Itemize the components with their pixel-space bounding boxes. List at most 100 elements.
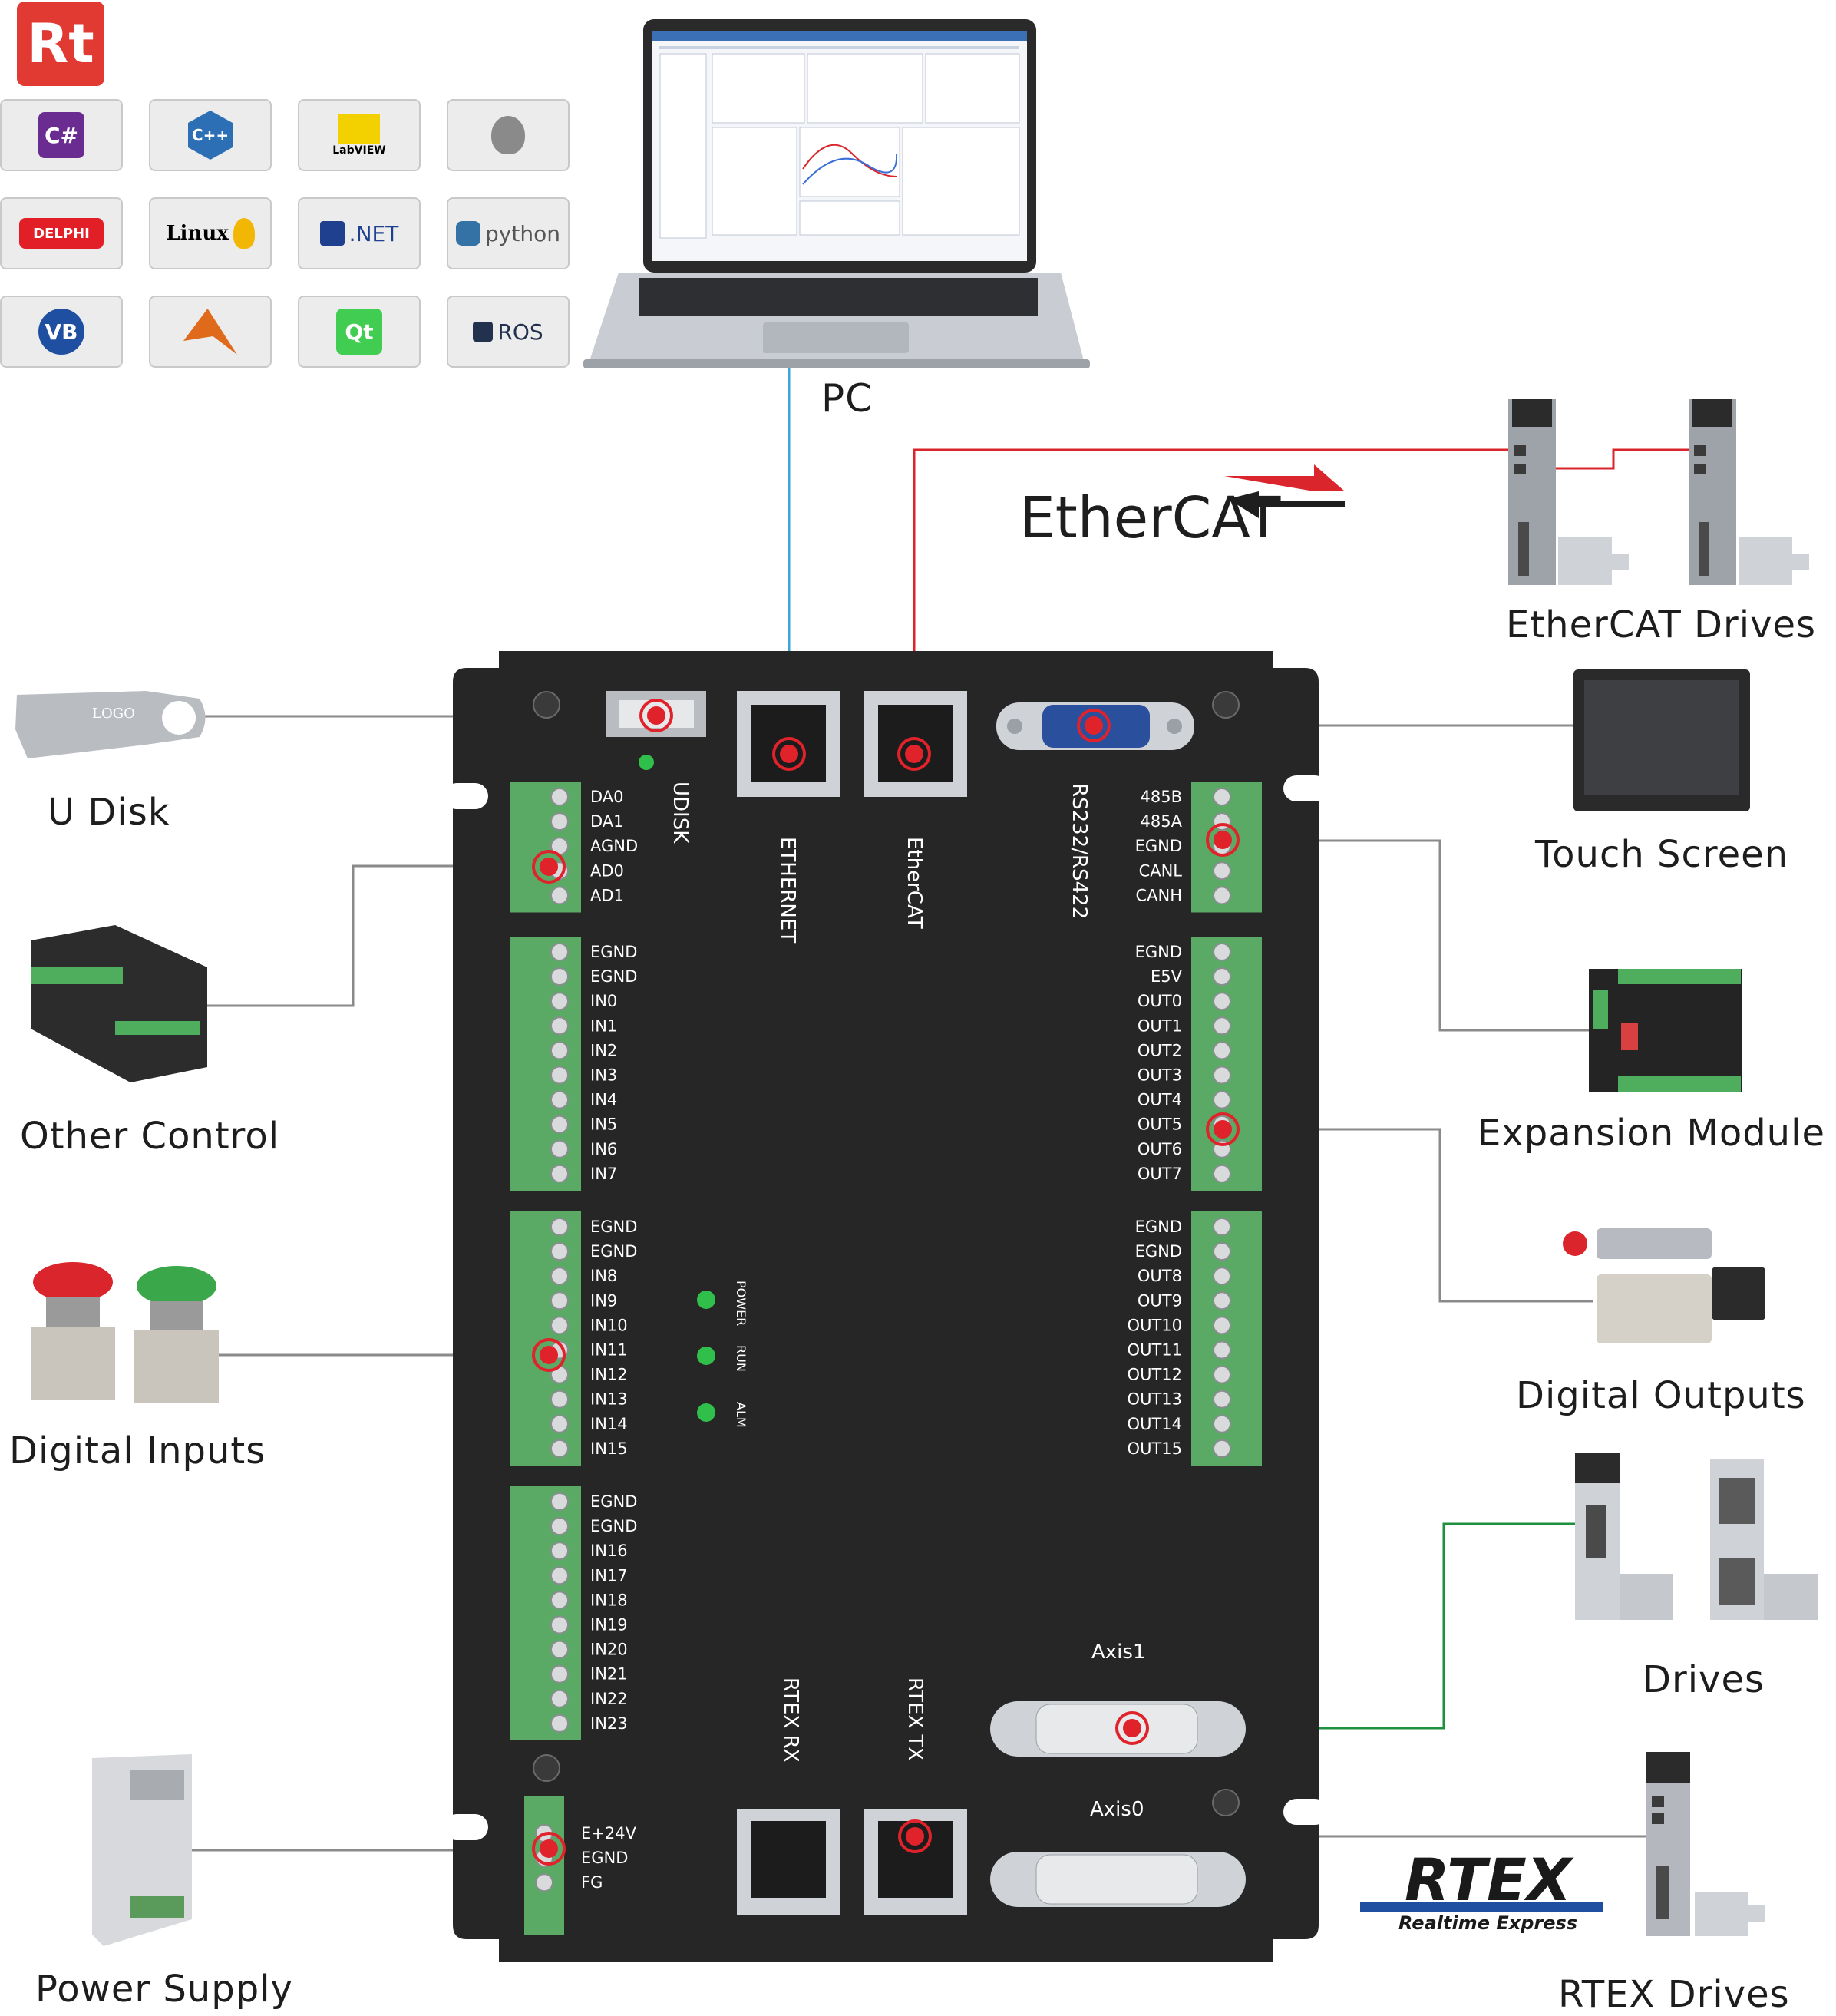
python-label: python	[485, 220, 560, 246]
terminal-screw	[550, 1291, 569, 1310]
linux-tile: Linux	[149, 197, 272, 269]
terminal-screw	[1213, 1291, 1231, 1310]
terminal-pin-label: E+24V	[581, 1824, 637, 1842]
terminal-pin-label: EGND	[1135, 1242, 1182, 1261]
marker-egnd-right	[1206, 823, 1240, 857]
terminal-pin-label: EGND	[581, 1849, 628, 1867]
terminal-screw	[550, 1139, 569, 1158]
ethercat-logo-text: EtherCAT	[1019, 485, 1281, 551]
marker-ad0	[532, 850, 566, 884]
terminal-screw	[550, 1316, 569, 1335]
rtex-logo: RTEX Realtime Express	[1360, 1846, 1603, 1934]
terminal-screw	[1213, 1016, 1231, 1036]
connection-markers	[532, 699, 1240, 1866]
terminal-screw	[1213, 943, 1231, 961]
terminal-screw	[1213, 1218, 1231, 1236]
led-power-label: POWER	[734, 1281, 748, 1326]
pc-caption: PC	[821, 376, 873, 421]
ethercat-logo: EtherCAT	[1019, 464, 1345, 551]
drive-2	[1710, 1459, 1818, 1620]
marker-udisk	[639, 699, 673, 732]
dotnet-tile: .NET	[298, 197, 421, 269]
terminal-pin-label: EGND	[590, 1517, 637, 1535]
vb-label: VB	[45, 319, 78, 345]
motion-controller-board: UDISK ETHERNET EtherCAT RS232/RS422 POWE…	[444, 651, 1328, 1962]
rtex-drive-device	[1646, 1752, 1765, 1936]
marker-rs232	[1077, 709, 1111, 742]
terminal-pin-label: IN15	[590, 1439, 628, 1458]
other-control-caption: Other Control	[20, 1115, 280, 1158]
terminal-pin-label: OUT12	[1128, 1366, 1182, 1384]
terminal-screw	[1213, 861, 1231, 881]
terminal-screw	[550, 1164, 569, 1183]
other-control-line	[207, 864, 549, 1007]
terminal-pin-label: OUT15	[1128, 1439, 1182, 1458]
marker-out5	[1206, 1112, 1240, 1146]
power-supply-caption: Power Supply	[35, 1968, 293, 2011]
rt-logo: Rt	[17, 2, 104, 86]
marker-in11	[532, 1338, 566, 1372]
terminal-pin-label: IN4	[590, 1091, 617, 1109]
terminal-pin-label: IN14	[590, 1415, 628, 1433]
terminal-screw	[550, 886, 569, 905]
led-alm-label: ALM	[734, 1402, 748, 1428]
terminal-screw	[1213, 1390, 1231, 1409]
terminal-body	[510, 782, 581, 913]
terminal-pin-label: IN8	[590, 1267, 617, 1285]
linux-label: Linux	[166, 222, 229, 245]
terminal-pin-label: DA0	[590, 788, 624, 806]
linux-mark	[233, 218, 255, 249]
terminal-pin-label: AGND	[590, 837, 638, 855]
terminal-pin-label: OUT8	[1138, 1267, 1182, 1285]
terminal-pin-label: OUT9	[1138, 1291, 1182, 1310]
terminal-screw	[1213, 1267, 1231, 1286]
terminal-screw	[1213, 1242, 1231, 1261]
ros-label: ROS	[497, 319, 543, 345]
marker-rtex-tx	[898, 1819, 932, 1853]
terminal-screw	[550, 1090, 569, 1109]
terminal-pin-label: EGND	[1135, 1218, 1182, 1236]
cplusplus-label: C++	[191, 126, 230, 144]
apple-icon	[491, 116, 525, 154]
labview-icon: LabVIEW	[332, 114, 386, 157]
ros-icon: ROS	[473, 319, 543, 345]
terminal-screw	[550, 1591, 569, 1610]
push-buttons-device	[31, 1262, 219, 1403]
qt-tile: Qt	[298, 296, 421, 368]
terminal-pin-label: EGND	[1135, 837, 1182, 855]
ethercat-drives-caption: EtherCAT Drives	[1506, 603, 1817, 646]
terminal-screw	[1213, 1090, 1231, 1109]
labview-tile: LabVIEW	[298, 99, 421, 171]
terminal-pin-label: EGND	[590, 1218, 637, 1236]
terminal-screw	[550, 1640, 569, 1659]
expansion-module-caption: Expansion Module	[1478, 1112, 1825, 1155]
udisk-port-label: UDISK	[669, 782, 692, 844]
terminal-pin-label: IN9	[590, 1291, 617, 1310]
marker-power	[532, 1832, 566, 1866]
drive-1	[1575, 1453, 1673, 1620]
terminal-pin-label: OUT4	[1138, 1091, 1182, 1109]
ethercat-drive-2	[1689, 399, 1809, 585]
terminal-screw	[1213, 1066, 1231, 1085]
terminal-screw	[550, 1016, 569, 1036]
digital-inputs-caption: Digital Inputs	[9, 1429, 266, 1472]
terminal-screw	[550, 943, 569, 961]
marker-axis1	[1115, 1711, 1149, 1745]
terminal-pin-label: OUT6	[1138, 1140, 1182, 1158]
terminal-screw	[1213, 1316, 1231, 1335]
terminal-screw	[550, 967, 569, 987]
cplusplus-tile: C++	[149, 99, 272, 171]
terminal-screw	[550, 1714, 569, 1733]
rtex-tagline: Realtime Express	[1398, 1912, 1577, 1934]
terminal-pin-label: CANL	[1139, 861, 1183, 880]
terminal-pin-label: EGND	[1135, 943, 1182, 961]
qt-label: Qt	[345, 319, 374, 345]
dotnet-label: .NET	[348, 220, 399, 246]
drives-caption: Drives	[1643, 1658, 1765, 1701]
